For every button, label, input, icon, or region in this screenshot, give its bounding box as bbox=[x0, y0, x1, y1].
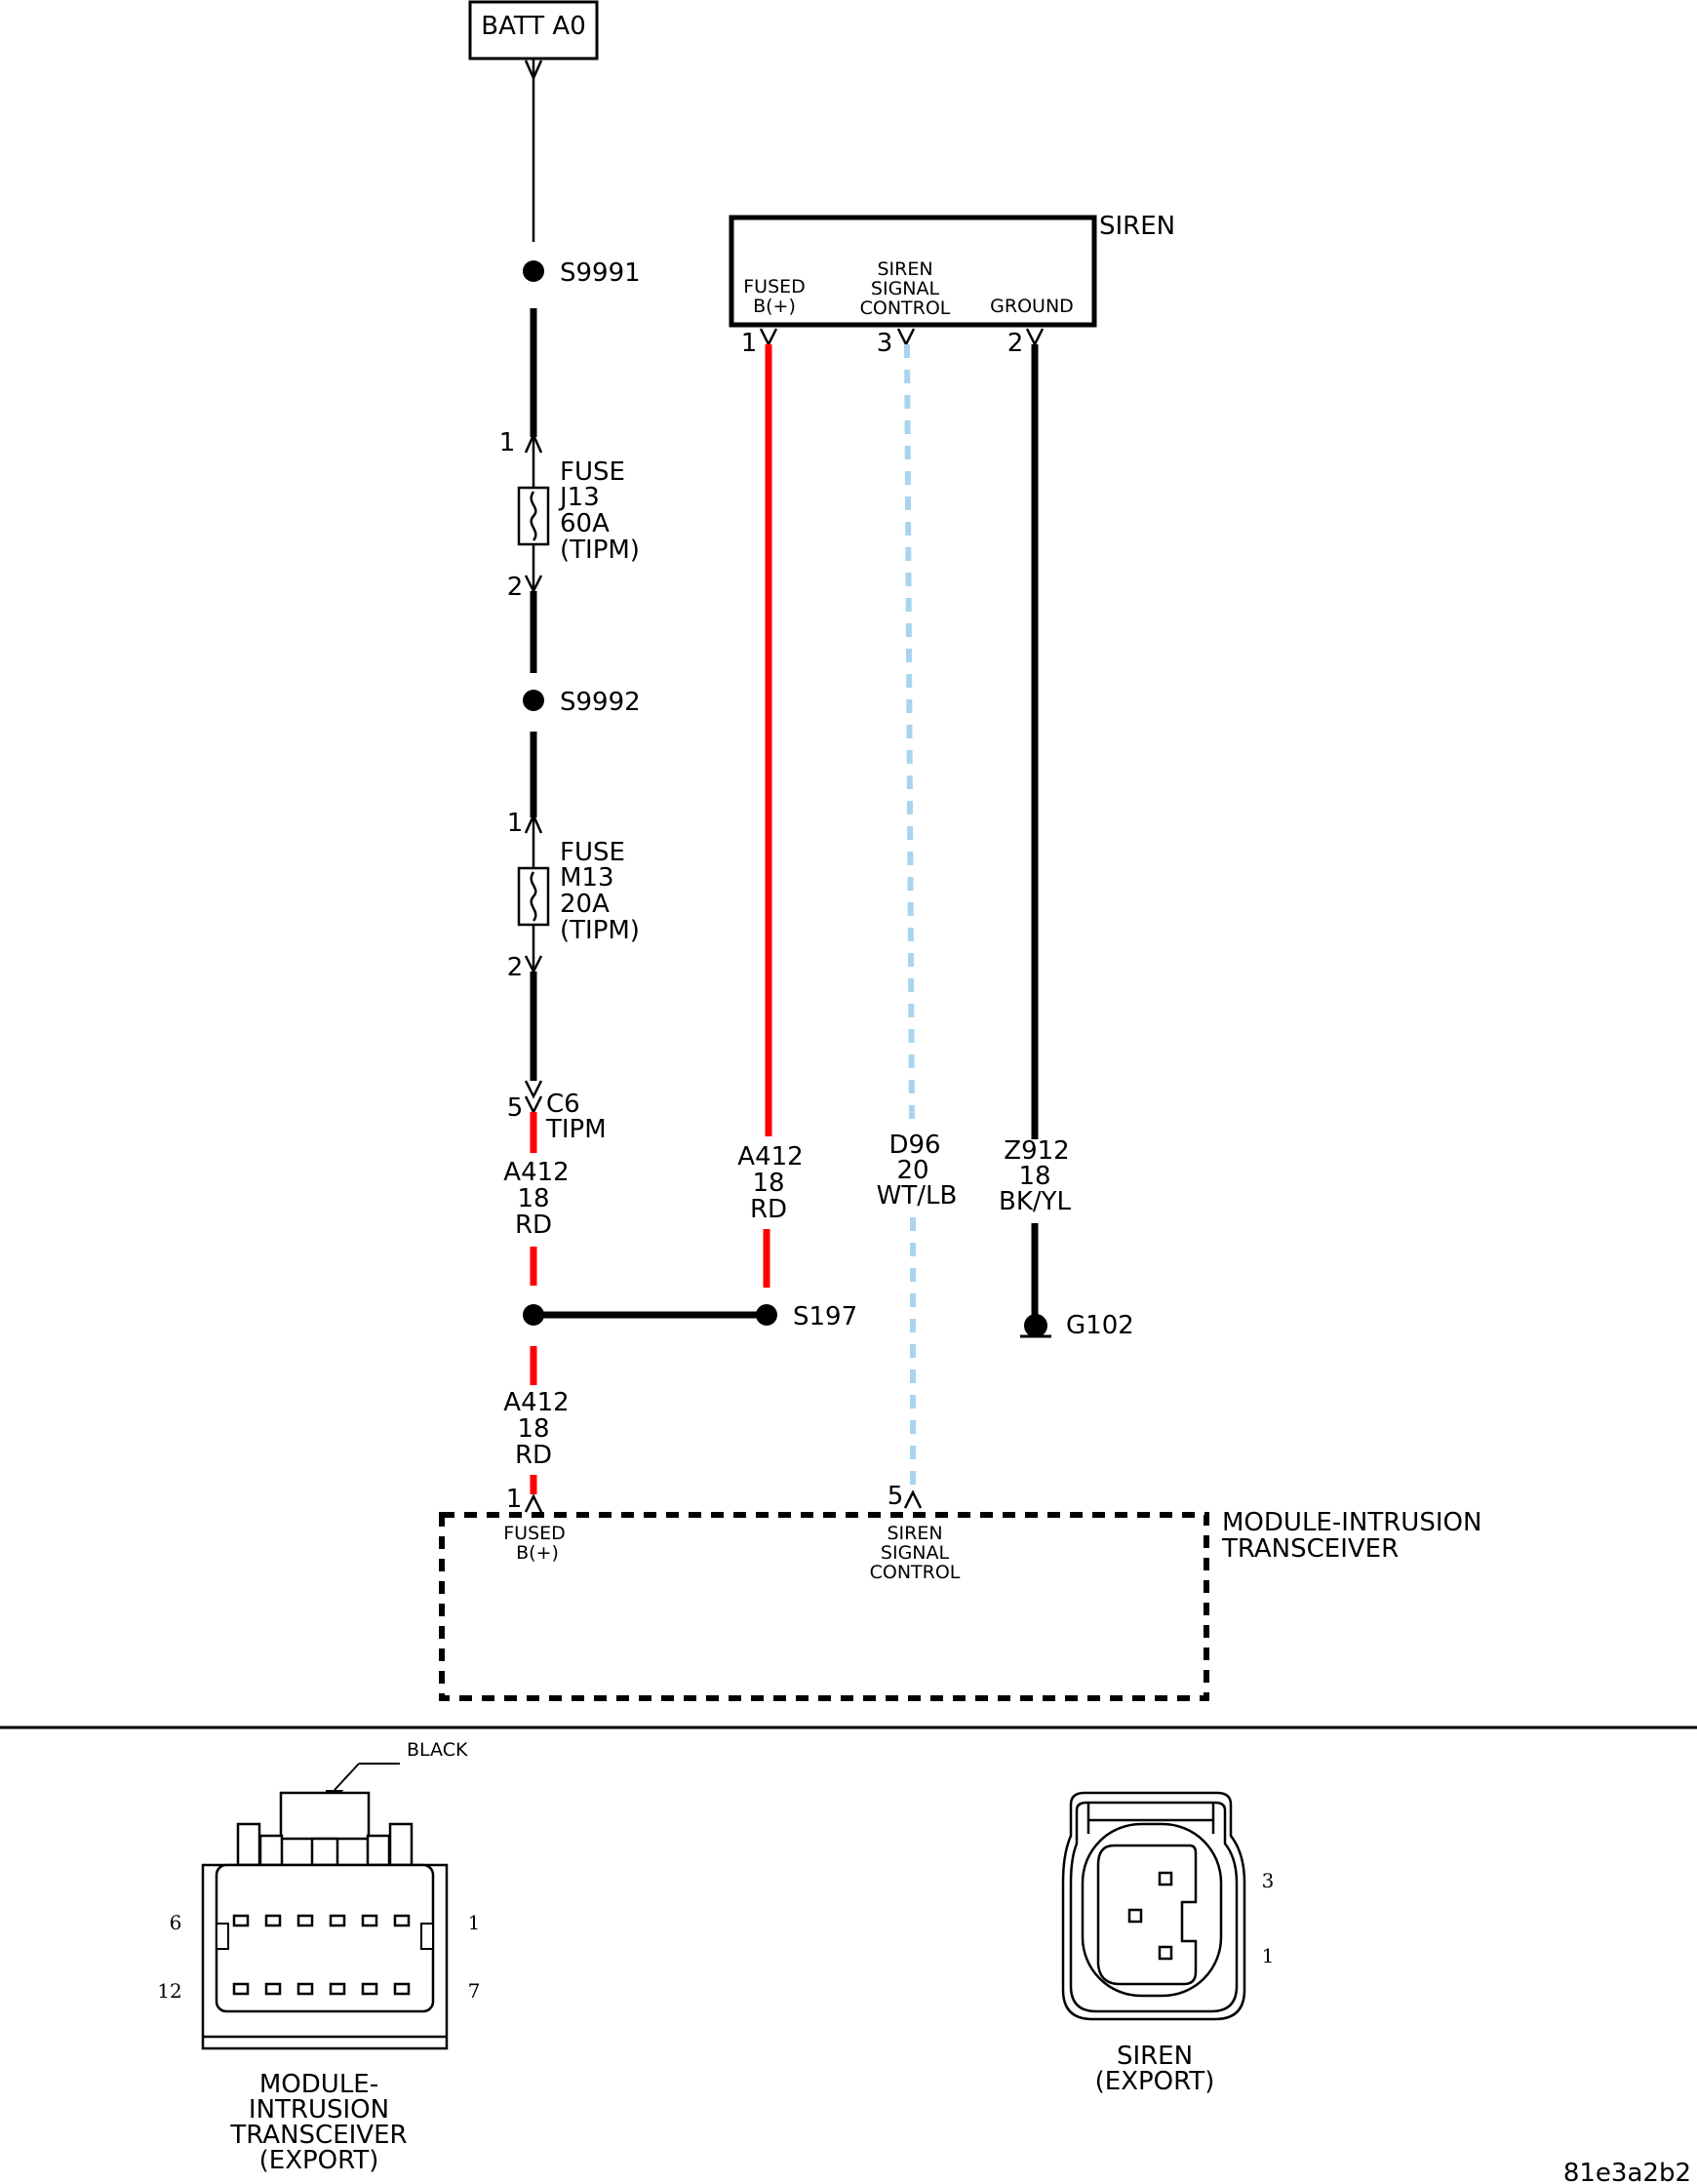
conn-a-name-4: (EXPORT) bbox=[259, 2146, 379, 2175]
conn-b-name-1: SIREN bbox=[1117, 2042, 1193, 2071]
w4-gauge: 18 bbox=[1018, 1162, 1050, 1191]
siren-pin1-arrow-icon bbox=[759, 328, 778, 347]
fuse1-line4: (TIPM) bbox=[560, 536, 640, 565]
siren-box bbox=[729, 215, 1097, 328]
splice-label-s9991: S9991 bbox=[560, 258, 641, 288]
fuse1-pin1-arrow-icon bbox=[524, 431, 543, 454]
module-pin1-arrow-icon bbox=[524, 1493, 543, 1513]
fuse1-pin-bot: 2 bbox=[507, 573, 524, 602]
w1-color: RD bbox=[515, 1211, 552, 1240]
w5-circuit: A412 bbox=[503, 1388, 569, 1417]
module-pin5-arrow-icon bbox=[903, 1489, 923, 1509]
fuse2-line1: FUSE bbox=[560, 838, 625, 867]
w3-circuit: D96 bbox=[888, 1131, 940, 1160]
batt-label: BATT A0 bbox=[481, 12, 586, 41]
fuse2-pin1-arrow-icon bbox=[524, 812, 543, 834]
conn-a-pin-br: 7 bbox=[468, 1979, 481, 2003]
siren-sig-1: SIREN bbox=[877, 258, 932, 280]
conn-a-name-3: TRANSCEIVER bbox=[229, 2121, 407, 2150]
siren-sig-2: SIGNAL bbox=[871, 278, 940, 299]
splice-label-s197: S197 bbox=[793, 1302, 857, 1331]
siren-pin3-arrow-icon bbox=[896, 328, 916, 347]
w5-color: RD bbox=[515, 1441, 552, 1470]
conn-b-pin-top: 3 bbox=[1262, 1869, 1275, 1892]
siren-pin-gnd: 2 bbox=[1007, 329, 1024, 358]
w4-color: BK/YL bbox=[999, 1187, 1072, 1216]
w1-gauge: 18 bbox=[517, 1184, 549, 1213]
conn-a-pin-tl: 6 bbox=[170, 1911, 182, 1934]
diagram-code: 81e3a2b2 bbox=[1563, 2159, 1691, 2184]
fuse2-line4: (TIPM) bbox=[560, 916, 640, 945]
w2-gauge: 18 bbox=[752, 1169, 784, 1198]
module-connector-icon: BLACK bbox=[201, 1739, 468, 2050]
w2-color: RD bbox=[750, 1195, 787, 1224]
w3-color: WT/LB bbox=[877, 1181, 958, 1211]
fuse1-line3: 60A bbox=[560, 509, 610, 538]
module-title-2: TRANSCEIVER bbox=[1221, 1534, 1399, 1564]
fuse1-line1: FUSE bbox=[560, 457, 625, 487]
module-pin-fused: 1 bbox=[506, 1485, 523, 1514]
w3-gauge: 20 bbox=[896, 1156, 928, 1185]
module-sig-1: SIREN bbox=[887, 1523, 942, 1544]
siren-pin2-arrow-icon bbox=[1025, 328, 1045, 347]
conn-a-name-1: MODULE- bbox=[259, 2070, 378, 2099]
module-box bbox=[439, 1512, 1209, 1701]
siren-pin-fused: 1 bbox=[741, 329, 758, 358]
conn-a-pin-bl: 12 bbox=[157, 1979, 181, 2003]
conn-b-pin-bot: 1 bbox=[1262, 1944, 1275, 1967]
siren-sig-3: CONTROL bbox=[860, 298, 951, 319]
splice-dot-s197 bbox=[756, 1304, 777, 1326]
conn-a-pin-tr: 1 bbox=[468, 1911, 481, 1934]
module-sig-3: CONTROL bbox=[870, 1562, 961, 1583]
tipm-in-arrow-icon bbox=[524, 1080, 543, 1099]
fuse2-pin-bot: 2 bbox=[507, 953, 524, 982]
splice-dot-s9991 bbox=[523, 260, 544, 282]
siren-pin-sig: 3 bbox=[877, 329, 893, 358]
ground-label: G102 bbox=[1066, 1311, 1134, 1340]
siren-title: SIREN bbox=[1099, 212, 1175, 241]
tipm-line1: C6 bbox=[546, 1090, 580, 1119]
siren-connector-icon bbox=[1061, 1791, 1246, 2021]
siren-ground: GROUND bbox=[990, 296, 1074, 317]
connector-color-label: BLACK bbox=[407, 1739, 468, 1761]
fuse2-line3: 20A bbox=[560, 890, 610, 919]
conn-b-name-2: (EXPORT) bbox=[1095, 2067, 1215, 2096]
fuse1-line2: J13 bbox=[558, 483, 600, 512]
conn-a-name-2: INTRUSION bbox=[249, 2095, 389, 2124]
fuse1-pin-top: 1 bbox=[499, 428, 516, 457]
tipm-pin: 5 bbox=[507, 1093, 524, 1123]
w4-circuit: Z912 bbox=[1004, 1136, 1069, 1166]
module-title-1: MODULE-INTRUSION bbox=[1222, 1508, 1481, 1537]
tipm-line2: TIPM bbox=[545, 1115, 607, 1144]
module-fused-2: B(+) bbox=[516, 1542, 559, 1564]
ground-dot bbox=[1024, 1314, 1047, 1337]
w5-gauge: 18 bbox=[517, 1414, 549, 1444]
module-fused-1: FUSED bbox=[503, 1523, 566, 1544]
w1-circuit: A412 bbox=[503, 1158, 569, 1187]
module-pin-sig: 5 bbox=[888, 1482, 904, 1511]
fuse-m13-element bbox=[530, 871, 537, 922]
fuse-j13-element bbox=[530, 491, 537, 541]
w2-circuit: A412 bbox=[737, 1142, 803, 1171]
module-sig-2: SIGNAL bbox=[881, 1542, 950, 1564]
siren-fused-1: FUSED bbox=[743, 276, 806, 298]
splice-label-s9992: S9992 bbox=[560, 688, 641, 717]
batt-arrow-icon bbox=[524, 60, 543, 82]
splice-dot-s9992 bbox=[523, 690, 544, 711]
wire-d96-upper bbox=[904, 343, 915, 1121]
fuse2-line2: M13 bbox=[560, 863, 614, 893]
siren-fused-2: B(+) bbox=[753, 296, 796, 317]
fuse2-pin-top: 1 bbox=[507, 809, 524, 838]
